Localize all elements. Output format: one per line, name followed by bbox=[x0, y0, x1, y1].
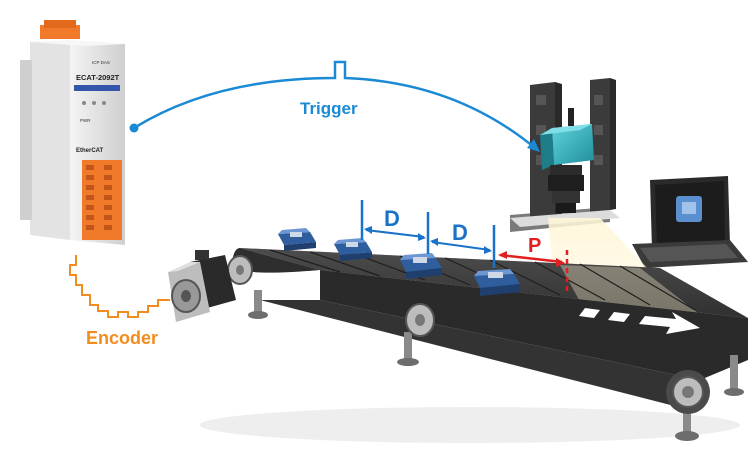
trigger-line bbox=[133, 60, 536, 149]
distance-markers bbox=[360, 200, 569, 295]
encoder-label: Encoder bbox=[86, 328, 158, 348]
trigger-dot bbox=[129, 123, 139, 133]
module-brand: ICP DAS bbox=[92, 60, 110, 65]
floor-shadow bbox=[200, 407, 740, 443]
laptop-icon bbox=[632, 176, 748, 268]
module-model: ECAT-2092T bbox=[76, 73, 120, 82]
ethercat-module-icon: ICP DAS ECAT-2092T PWR EtherCAT bbox=[20, 20, 125, 245]
distance-label-1: D bbox=[384, 206, 400, 231]
direction-arrow-icon bbox=[579, 308, 700, 334]
product-package-icon bbox=[278, 228, 520, 296]
trigger-label: Trigger bbox=[300, 99, 358, 118]
trigger-arrowhead bbox=[527, 139, 540, 152]
encoder-cable bbox=[69, 255, 170, 318]
distance-label-2: D bbox=[452, 220, 468, 245]
module-pwr: PWR bbox=[80, 118, 91, 123]
vision-camera-icon bbox=[540, 108, 594, 213]
module-ethercat: EtherCAT bbox=[76, 148, 104, 154]
pitch-label: P bbox=[528, 235, 541, 257]
servo-motor-icon bbox=[168, 250, 236, 322]
